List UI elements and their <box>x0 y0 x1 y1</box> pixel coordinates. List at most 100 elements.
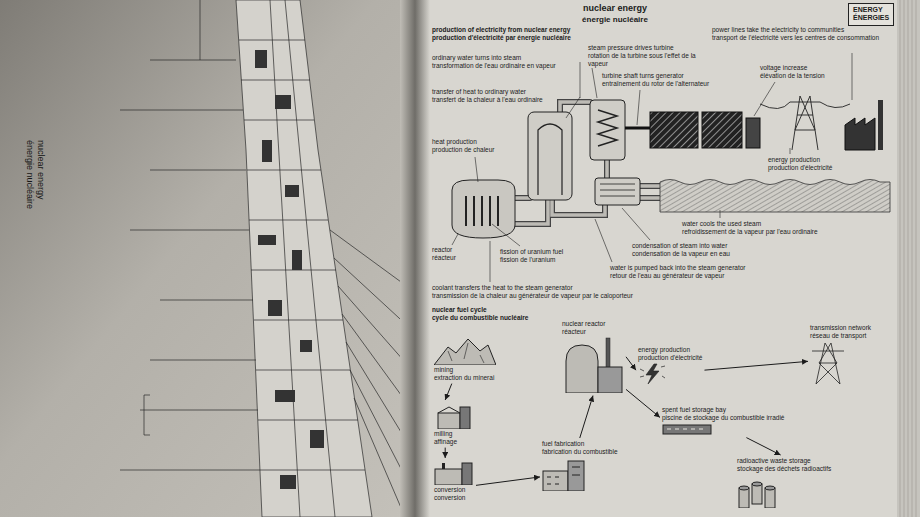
label-group: ordinary water turns into steamtransform… <box>432 54 577 70</box>
label-group: production of electricity from nuclear e… <box>432 26 617 42</box>
milling-stage: millingaffinage <box>432 400 476 448</box>
stage-label: fuel fabrication <box>542 440 584 448</box>
callout-label: condensation de la vapeur en eau <box>632 250 782 258</box>
callout-label: nuclear energy <box>35 140 46 270</box>
callout-label: réacteur <box>432 254 482 262</box>
label-group: condensation of steam into watercondensa… <box>632 242 782 258</box>
production-stage: energy productionproduction d'électricit… <box>636 344 704 388</box>
stage-label: affinage <box>434 438 457 446</box>
callout-label: production d'électricité <box>768 164 863 172</box>
mountain-icon <box>434 335 496 365</box>
callout-label: refroidissement de la vapeur par l'eau o… <box>682 228 862 236</box>
flow-arrow <box>476 477 540 485</box>
label-group: water is pumped back into the steam gene… <box>610 264 790 280</box>
callout-label: ordinary water turns into steam <box>432 54 577 62</box>
stage-label: spent fuel storage bay <box>662 406 726 414</box>
callout-label: entraînement du rotor de l'alternateur <box>602 80 732 88</box>
callout-label: retour de l'eau au générateur de vapeur <box>610 272 790 280</box>
label-group: heat productionproduction de chaleur <box>432 138 522 154</box>
flow-arrow <box>445 448 446 458</box>
network-stage: transmission networkréseau de transport <box>808 322 873 388</box>
callout-label: cycle du combustible nucléaire <box>432 314 552 322</box>
reactor-icon <box>562 337 624 393</box>
callout-label: fission of uranium fuel <box>500 248 610 256</box>
label-group: power lines take the electricity to comm… <box>712 26 892 42</box>
callout-label: water is pumped back into the steam gene… <box>610 264 790 272</box>
flow-arrow <box>704 361 808 370</box>
callout-label: production d'électricité par énergie nuc… <box>432 34 617 42</box>
bolt-icon <box>638 363 666 385</box>
mining-stage: miningextraction du minerai <box>432 332 498 384</box>
callout-label: water cools the used steam <box>682 220 862 228</box>
callout-label: steam pressure drives turbine <box>588 44 708 52</box>
flow-arrow <box>626 389 660 417</box>
callout-label: énergie nucléaire <box>24 140 35 270</box>
callout-label: condensation of steam into water <box>632 242 782 250</box>
flow-arrow <box>746 438 780 455</box>
callout-label: énergie nucléaire <box>555 15 675 25</box>
section-tab: ENERGYÉNERGIES <box>848 3 894 26</box>
stage-label: extraction du minerai <box>434 374 494 382</box>
callout-label: élévation de la tension <box>760 72 845 80</box>
label-group: turbine shaft turns generatorentraînemen… <box>602 72 732 88</box>
stage-label: réacteur <box>562 328 586 336</box>
stage-label: piscine de stockage du combustible irrad… <box>662 414 784 422</box>
callout-label: turbine shaft turns generator <box>602 72 732 80</box>
stage-label: conversion <box>434 486 465 494</box>
tower-icon <box>810 341 846 385</box>
callout-label: production of electricity from nuclear e… <box>432 26 617 34</box>
stage-label: ENERGY <box>853 6 883 14</box>
storage-bay-stage: spent fuel storage baypiscine de stockag… <box>660 404 804 438</box>
stage-label: production d'électricité <box>638 354 702 362</box>
flow-arrow <box>580 396 593 438</box>
stage-label: mining <box>434 366 453 374</box>
label-group: fission of uranium fuelfission de l'uran… <box>500 248 610 264</box>
callout-label: coolant transfers the heat to the steam … <box>432 284 692 292</box>
label-group: énergie nucléaire <box>555 15 675 25</box>
callout-label: transmission de la chaleur au générateur… <box>432 292 692 300</box>
stage-label: ÉNERGIES <box>853 14 889 22</box>
stage-label: energy production <box>638 346 690 354</box>
label-group: voltage increaseélévation de la tension <box>760 64 845 80</box>
mill-icon <box>434 403 474 429</box>
callout-label: reactor <box>432 246 482 254</box>
label-group: nuclear energyénergie nucléaire <box>24 140 46 270</box>
fab-icon <box>542 457 586 491</box>
callout-label: production de chaleur <box>432 146 522 154</box>
conv-icon <box>434 461 474 485</box>
stage-label: réseau de transport <box>810 332 866 340</box>
flow-arrow <box>445 384 452 400</box>
stage-label: stockage des déchets radioactifs <box>737 465 831 473</box>
flow-arrow <box>626 357 636 370</box>
label-group: transfer of heat to ordinary watertransf… <box>432 88 577 104</box>
page-title: nuclear energy <box>555 3 675 14</box>
stage-label: radioactive waste storage <box>737 457 811 465</box>
barrels-icon <box>737 474 777 508</box>
label-group: nuclear fuel cyclecycle du combustible n… <box>432 306 552 322</box>
stage-label: transmission network <box>810 324 871 332</box>
callout-label: transfer of heat to ordinary water <box>432 88 577 96</box>
callout-label: transformation de l'eau ordinaire en vap… <box>432 62 577 70</box>
waste-stage: radioactive waste storagestockage des dé… <box>735 455 849 511</box>
label-group: reactorréacteur <box>432 246 482 262</box>
label-group: energy productionproduction d'électricit… <box>768 156 863 172</box>
pool-icon <box>662 423 712 435</box>
callout-label: power lines take the electricity to comm… <box>712 26 892 34</box>
stage-label: nuclear reactor <box>562 320 605 328</box>
label-group: water cools the used steamrefroidissemen… <box>682 220 862 236</box>
label-group: coolant transfers the heat to the steam … <box>432 284 692 300</box>
conversion-stage: conversionconversion <box>432 458 476 504</box>
stage-label: conversion <box>434 494 465 502</box>
stage-label: milling <box>434 430 452 438</box>
label-group: steam pressure drives turbinerotation de… <box>588 44 708 67</box>
callout-label: nuclear fuel cycle <box>432 306 552 314</box>
callout-label: fission de l'uranium <box>500 256 610 264</box>
fabrication-stage: fuel fabricationfabrication du combustib… <box>540 438 620 494</box>
stage-label: fabrication du combustible <box>542 448 618 456</box>
reactor-stage: nuclear reactorréacteur <box>560 318 626 396</box>
callout-label: transport de l'électricité vers les cent… <box>712 34 892 42</box>
callout-label: voltage increase <box>760 64 845 72</box>
callout-label: heat production <box>432 138 522 146</box>
callout-label: rotation de la turbine sous l'effet de l… <box>588 52 708 68</box>
